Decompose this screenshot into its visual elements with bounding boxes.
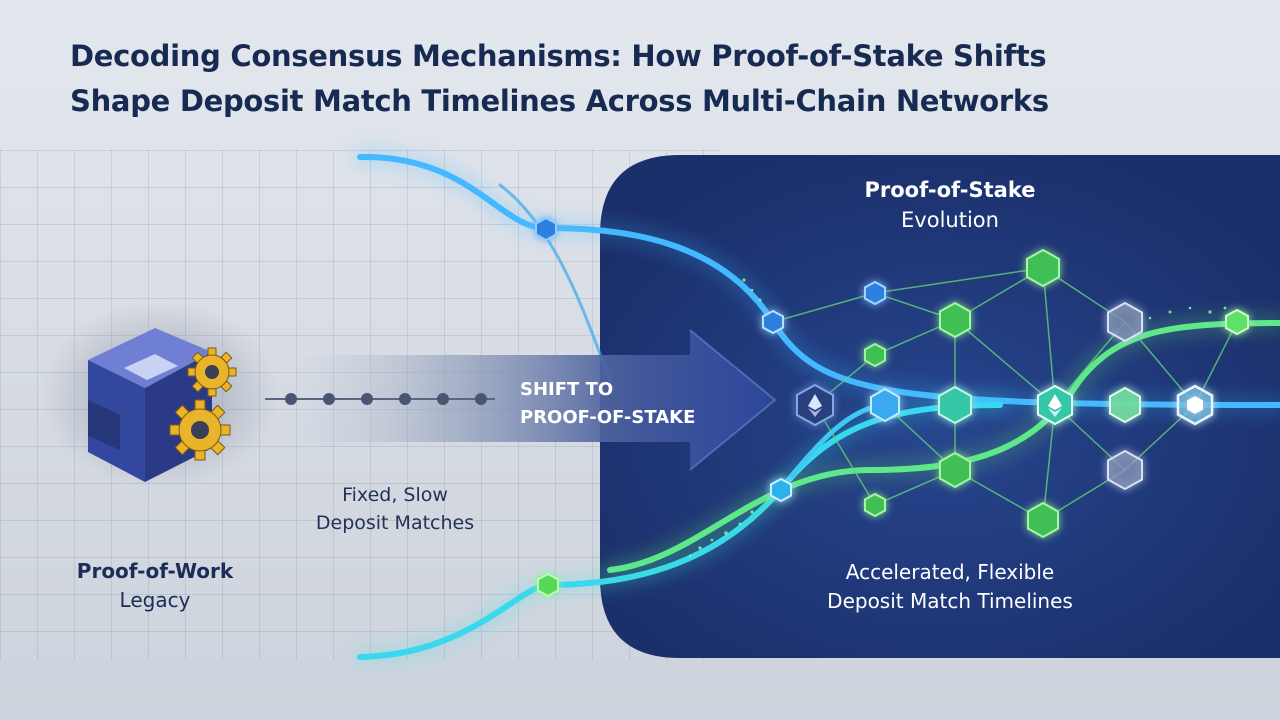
hexagon-node-icon bbox=[762, 309, 784, 335]
shift-arrow-label: SHIFT TO PROOF-OF-STAKE bbox=[520, 376, 760, 432]
accelerated-deposit-label-line-2: Deposit Match Timelines bbox=[827, 589, 1073, 613]
proof-of-stake-heading: Proof-of-Stake Evolution bbox=[820, 175, 1080, 235]
hexagon-node-icon bbox=[1107, 301, 1143, 343]
hexagon-node-icon bbox=[939, 301, 971, 339]
proof-of-work-label-line-1: Proof-of-Work bbox=[76, 559, 234, 583]
page-title: Decoding Consensus Mechanisms: How Proof… bbox=[70, 34, 1230, 124]
hexagon-node-icon bbox=[864, 492, 886, 518]
title-line-2: Shape Deposit Match Timelines Across Mul… bbox=[70, 84, 1049, 118]
hexagon-node-icon bbox=[864, 342, 886, 368]
slow-deposit-label-line-1: Fixed, Slow bbox=[342, 484, 448, 506]
proof-of-work-label-line-2: Legacy bbox=[119, 588, 191, 612]
proof-of-stake-heading-line-1: Proof-of-Stake bbox=[864, 178, 1036, 202]
ethereum-node bbox=[796, 383, 834, 427]
shift-arrow bbox=[255, 330, 775, 470]
accelerated-deposit-label: Accelerated, Flexible Deposit Match Time… bbox=[770, 558, 1130, 616]
hexagon-node-icon bbox=[770, 477, 792, 503]
hexagon-node-icon bbox=[1225, 308, 1249, 336]
hexagon-node-icon bbox=[537, 572, 559, 598]
shift-arrow-label-line-1: SHIFT TO bbox=[520, 379, 614, 400]
ethereum-node bbox=[1037, 384, 1073, 426]
particles bbox=[688, 278, 1227, 558]
accelerated-deposit-label-line-1: Accelerated, Flexible bbox=[845, 560, 1055, 584]
hexagon-node-icon bbox=[1027, 501, 1059, 539]
title-line-1: Decoding Consensus Mechanisms: How Proof… bbox=[70, 39, 1047, 73]
hexagon-node-icon bbox=[938, 385, 972, 425]
hexagon-node-icon bbox=[1107, 449, 1143, 491]
ethereum-icon bbox=[808, 394, 822, 417]
hexagon-node-icon bbox=[1026, 248, 1060, 288]
slow-deposit-label: Fixed, Slow Deposit Matches bbox=[285, 481, 505, 537]
hexagon-node-icon bbox=[939, 451, 971, 489]
hexagon-node-icon bbox=[864, 280, 886, 306]
slow-timeline bbox=[265, 393, 495, 405]
network-nodes bbox=[535, 216, 1249, 598]
ethereum-icon bbox=[1048, 394, 1062, 417]
shift-arrow-label-line-2: PROOF-OF-STAKE bbox=[520, 407, 696, 428]
hexagon-node-icon bbox=[1109, 386, 1141, 424]
proof-of-stake-heading-line-2: Evolution bbox=[901, 208, 999, 232]
hexagon-node-icon bbox=[1176, 384, 1214, 426]
gear-icon bbox=[169, 399, 231, 461]
proof-of-work-label: Proof-of-Work Legacy bbox=[40, 557, 270, 615]
slow-deposit-label-line-2: Deposit Matches bbox=[315, 512, 475, 534]
hexagon-node-icon bbox=[870, 387, 900, 423]
hexagon-node-icon bbox=[535, 216, 557, 242]
gear-icon bbox=[187, 347, 237, 397]
